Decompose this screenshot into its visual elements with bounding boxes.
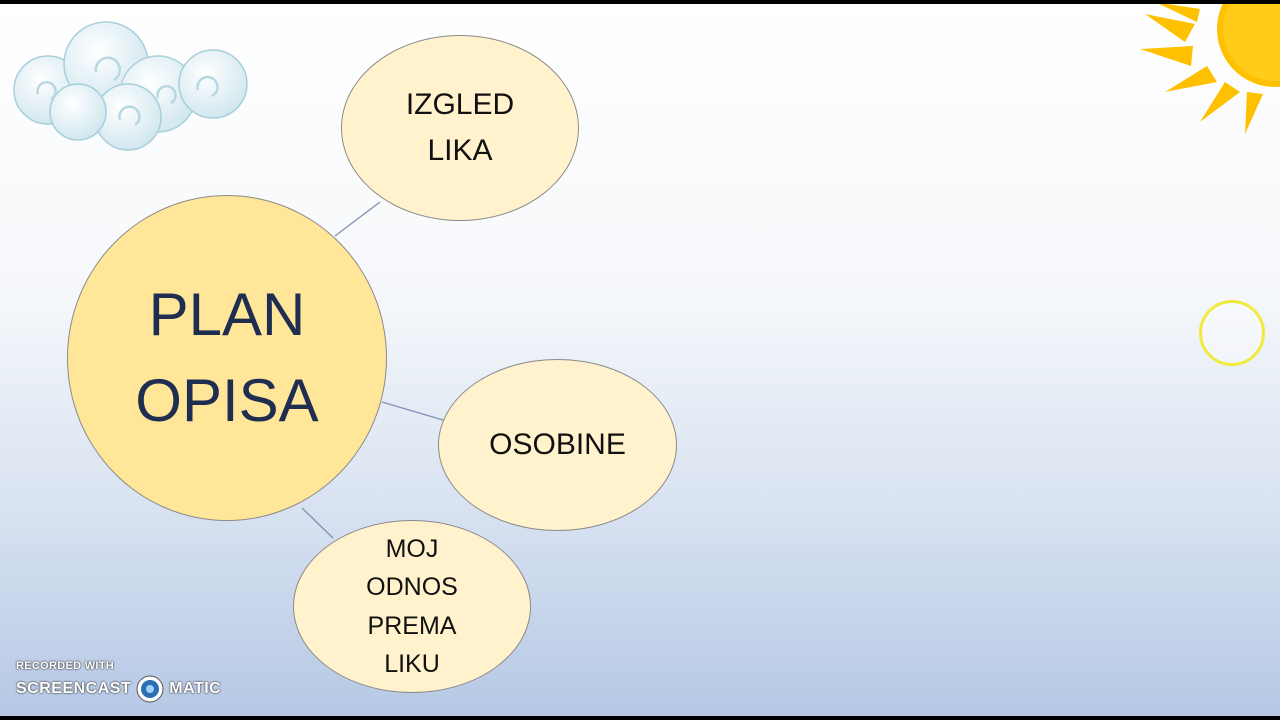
branch-node-moj-odnos-prema-liku: MOJ ODNOS PREMA LIKU bbox=[293, 520, 531, 693]
branch-node-izgled-lika: IZGLED LIKA bbox=[341, 35, 579, 221]
watermark-recorded-with: RECORDED WITH bbox=[16, 660, 115, 672]
center-node-line: OPISA bbox=[135, 367, 319, 434]
branch-node-line: LIKU bbox=[384, 650, 440, 678]
connector-izgled bbox=[334, 201, 381, 237]
connector-lines bbox=[301, 201, 444, 539]
branch-node-line: MOJ bbox=[385, 534, 439, 563]
center-node-plan-opisa: PLAN OPISA bbox=[67, 195, 387, 521]
cloud-icon bbox=[13, 21, 248, 151]
branch-node-osobine: OSOBINE bbox=[438, 359, 677, 531]
cursor-highlight-icon bbox=[1199, 300, 1265, 366]
branch-node-line: ODNOS bbox=[366, 573, 458, 601]
screencast-watermark: RECORDED WITH SCREENCAST MATIC bbox=[16, 660, 221, 704]
branch-node-line: PREMA bbox=[367, 611, 457, 640]
watermark-brand-right: MATIC bbox=[169, 680, 222, 697]
branch-node-line: LIKA bbox=[427, 134, 493, 167]
watermark-brand-left: SCREENCAST bbox=[16, 680, 132, 697]
branch-node-line: IZGLED bbox=[405, 88, 515, 121]
screencast-logo-icon bbox=[136, 675, 164, 703]
sun-icon bbox=[1140, 4, 1280, 134]
branch-node-line: OSOBINE bbox=[489, 428, 626, 461]
slide: PLAN OPISA IZGLED LIKA OSOBINE MOJ ODNOS… bbox=[0, 4, 1280, 716]
center-node-line: PLAN bbox=[148, 281, 306, 348]
connector-osobine bbox=[381, 401, 444, 421]
connector-odnos bbox=[301, 507, 334, 539]
